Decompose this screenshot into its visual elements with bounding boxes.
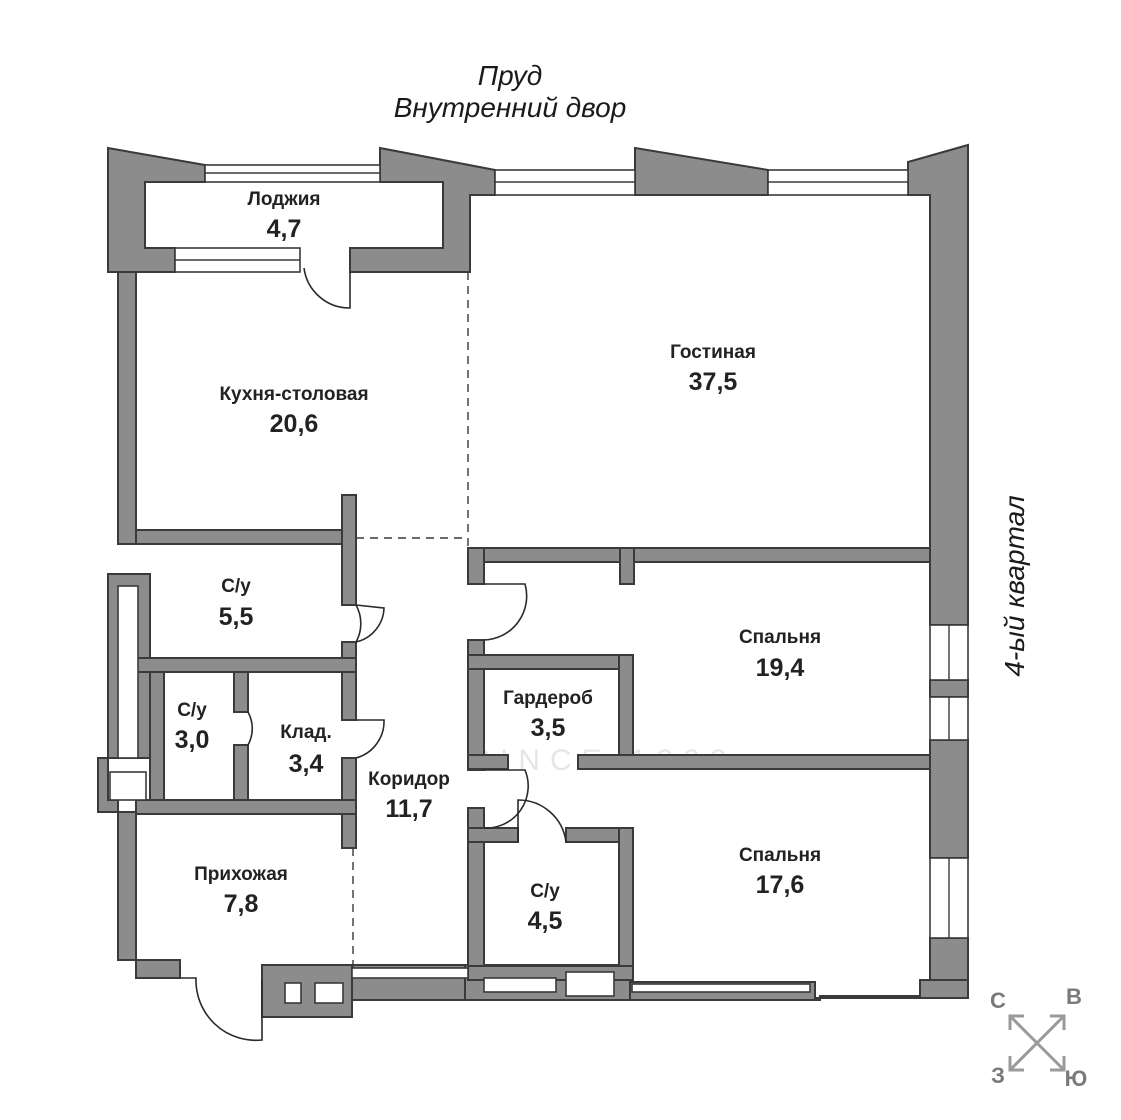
room-name: Гардероб (503, 688, 593, 709)
compass-south-label: Ю (1065, 1066, 1088, 1091)
compass-west-label: З (991, 1063, 1005, 1088)
room-area: 17,6 (756, 871, 805, 899)
room-name: С/у (177, 700, 207, 721)
compass: С В З Ю (990, 984, 1087, 1091)
zone-boundaries (352, 272, 469, 968)
room-name: Спальня (739, 627, 821, 648)
room-storage: Клад. 3,4 (280, 722, 332, 778)
room-area: 37,5 (689, 368, 738, 396)
context-label-courtyard: Внутренний двор (394, 92, 627, 123)
room-area: 19,4 (756, 654, 805, 682)
room-name: Лоджия (248, 189, 321, 210)
room-area: 3,5 (531, 714, 566, 742)
room-loggia: Лоджия 4,7 (248, 189, 321, 243)
room-bedroom-1: Спальня 19,4 (739, 627, 821, 682)
room-corridor: Коридор 11,7 (368, 769, 450, 823)
room-living: Гостиная 37,5 (670, 342, 756, 396)
room-name: Кухня-столовая (219, 384, 368, 405)
room-name: С/у (221, 576, 251, 597)
room-bath-2: С/у 3,0 (175, 700, 210, 754)
interior-walls (135, 494, 931, 1004)
room-bath-1: С/у 5,5 (219, 576, 254, 631)
room-name: С/у (530, 881, 560, 902)
room-kitchen: Кухня-столовая 20,6 (219, 384, 368, 438)
windows (109, 164, 969, 993)
room-name: Гостиная (670, 342, 756, 363)
room-name: Прихожая (194, 864, 288, 885)
room-area: 3,4 (289, 750, 324, 778)
context-label-pond: Пруд (478, 60, 542, 91)
room-name: Коридор (368, 769, 450, 790)
context-label-quarter: 4-ый квартал (999, 495, 1030, 676)
compass-north-label: С (990, 988, 1006, 1013)
doors (180, 267, 567, 1042)
room-area: 4,5 (528, 907, 563, 935)
room-area: 7,8 (224, 890, 259, 918)
room-name: Спальня (739, 845, 821, 866)
room-area: 20,6 (270, 410, 319, 438)
room-name: Клад. (280, 722, 332, 743)
compass-east-label: В (1066, 984, 1082, 1009)
room-area: 11,7 (385, 795, 432, 823)
compass-arrow-ne-sw (1008, 1014, 1066, 1072)
room-area: 5,5 (219, 603, 254, 631)
room-bath-3: С/у 4,5 (528, 881, 563, 935)
room-wardrobe: Гардероб 3,5 (503, 688, 593, 742)
room-bedroom-2: Спальня 17,6 (739, 845, 821, 899)
room-area: 4,7 (267, 215, 302, 243)
room-hall: Прихожая 7,8 (194, 864, 288, 918)
room-area: 3,0 (175, 726, 210, 754)
